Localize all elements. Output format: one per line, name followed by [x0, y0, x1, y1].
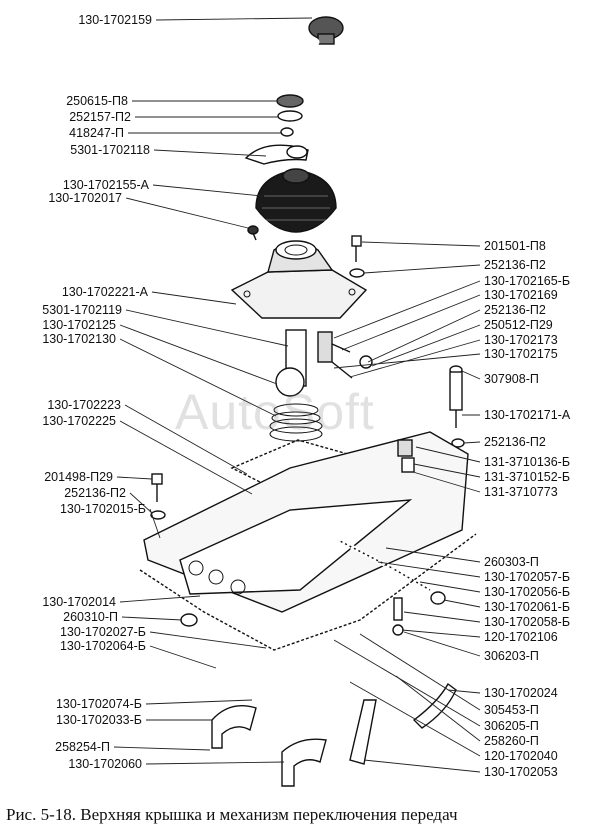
label-306203-p: 306203-П — [484, 649, 539, 663]
label-130-1702015-b: 130-1702015-Б — [60, 502, 146, 516]
label-250615-p8: 250615-П8 — [66, 94, 128, 108]
label-307908-p: 307908-П — [484, 372, 539, 386]
label-130-1702057-b: 130-1702057-Б — [484, 570, 570, 584]
small-screw — [247, 225, 259, 241]
shift-lever-ball — [275, 329, 373, 397]
label-130-1702074-b: 130-1702074-Б — [56, 697, 142, 711]
label-131-3710773: 131-3710773 — [484, 485, 558, 499]
label-260310-p: 260310-П — [63, 610, 118, 624]
label-130-1702221-a: 130-1702221-А — [62, 285, 149, 299]
label-130-1702061-b: 130-1702061-Б — [484, 600, 570, 614]
label-201498-p29: 201498-П29 — [44, 470, 113, 484]
label-258260-p: 258260-П — [484, 734, 539, 748]
label-130-1702223: 130-1702223 — [47, 398, 121, 412]
label-252136-p2-r3: 252136-П2 — [484, 435, 546, 449]
label-252136-p2-left: 252136-П2 — [64, 486, 126, 500]
label-130-1702225: 130-1702225 — [42, 414, 116, 428]
label-250512-p29: 250512-П29 — [484, 318, 553, 332]
lower-gasket — [139, 533, 477, 651]
label-130-1702173: 130-1702173 — [484, 333, 558, 347]
watermark: AutoSoft — [175, 384, 375, 440]
top-cover-body — [143, 431, 469, 613]
label-418247-p: 418247-П — [69, 126, 124, 140]
label-252136-p2-r2: 252136-П2 — [484, 303, 546, 317]
label-260303-p: 260303-П — [484, 555, 539, 569]
label-130-1702058-b: 130-1702058-Б — [484, 615, 570, 629]
label-130-1702159: 130-1702159 — [78, 13, 152, 27]
label-130-1702033-b: 130-1702033-Б — [56, 713, 142, 727]
label-131-3710136-b: 131-3710136-Б — [484, 455, 570, 469]
bolt-left — [150, 473, 166, 520]
label-306205-p: 306205-П — [484, 719, 539, 733]
labels-right: 201501-П8 252136-П2 130-1702165-Б 130-17… — [484, 239, 571, 779]
label-130-1702130: 130-1702130 — [42, 332, 116, 346]
leader-lines-left — [113, 17, 313, 765]
label-5301-1702118: 5301-1702118 — [70, 143, 150, 157]
label-258254-p: 258254-П — [55, 740, 110, 754]
label-130-1702053: 130-1702053 — [484, 765, 558, 779]
label-130-1702175: 130-1702175 — [484, 347, 558, 361]
leader-lines-right — [333, 241, 481, 773]
label-5301-1702119: 5301-1702119 — [42, 303, 122, 317]
detent-plunger-spring — [336, 537, 446, 605]
label-201501-p8: 201501-П8 — [484, 239, 546, 253]
nut-and-washers — [276, 94, 304, 137]
top-bolt-and-washer — [349, 235, 365, 278]
lever-spring-plate — [244, 144, 309, 165]
plug-260310 — [180, 613, 198, 627]
label-130-1702125: 130-1702125 — [42, 318, 116, 332]
label-130-1702165-b: 130-1702165-Б — [484, 274, 570, 288]
label-305453-p: 305453-П — [484, 703, 539, 717]
figure-caption: Рис. 5-18. Верхняя крышка и механизм пер… — [6, 805, 458, 824]
label-130-1702171-a: 130-1702171-А — [484, 408, 571, 422]
label-252157-p2: 252157-П2 — [69, 110, 131, 124]
label-130-1702169: 130-1702169 — [484, 288, 558, 302]
rubber-boot — [255, 168, 337, 233]
spring — [269, 403, 323, 442]
label-130-1702017: 130-1702017 — [48, 191, 122, 205]
label-130-1702060: 130-1702060 — [68, 757, 142, 771]
label-120-1702106: 120-1702106 — [484, 630, 558, 644]
label-130-1702064-b: 130-1702064-Б — [60, 639, 146, 653]
gear-lever-knob — [296, 16, 344, 77]
label-130-1702155-a: 130-1702155-А — [63, 178, 150, 192]
plug-right — [449, 365, 465, 448]
label-252136-p2-r1: 252136-П2 — [484, 258, 546, 272]
label-130-1702056-b: 130-1702056-Б — [484, 585, 570, 599]
label-120-1702040: 120-1702040 — [484, 749, 558, 763]
labels-left: 130-1702159 250615-П8 252157-П2 418247-П… — [42, 13, 152, 771]
label-130-1702027-b: 130-1702027-Б — [60, 625, 146, 639]
spring-and-ball-right — [392, 597, 404, 636]
label-130-1702024: 130-1702024 — [484, 686, 558, 700]
label-131-3710152-b: 131-3710152-Б — [484, 470, 570, 484]
lever-housing — [230, 240, 368, 319]
label-130-1702014: 130-1702014 — [42, 595, 116, 609]
